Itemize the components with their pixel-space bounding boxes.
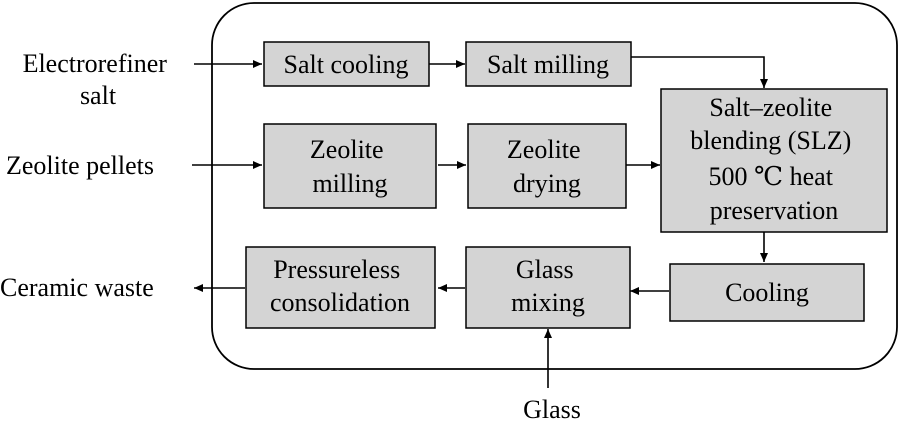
step-pressureless-consolidation: Pressureless consolidation <box>245 246 436 329</box>
input-label-line: salt <box>80 81 117 110</box>
step-label-line: drying <box>513 169 581 198</box>
step-label-line: Pressureless <box>273 255 400 284</box>
step-zeolite-drying: Zeolite drying <box>467 123 627 209</box>
step-label-line: mixing <box>511 288 585 317</box>
step-label-line: Cooling <box>725 278 809 307</box>
arrow-salt-milling-to-slz-blending <box>631 56 768 88</box>
step-salt-milling: Salt milling <box>465 41 632 87</box>
step-label-line: consolidation <box>270 288 410 317</box>
step-label-line: Salt cooling <box>284 50 409 79</box>
step-label-line: Salt milling <box>487 50 609 79</box>
svg-text:Salt–zeolite blending (S: Salt–zeolite blending (SLZ) 500 ℃ heat p… <box>690 93 858 225</box>
input-zeolite-pellets: Zeolite pellets <box>6 151 154 180</box>
step-label-line: Zeolite <box>310 135 384 164</box>
step-label-line: 500 ℃ heat <box>709 162 834 191</box>
step-label-line: milling <box>312 169 387 198</box>
process-boundary <box>211 2 898 370</box>
step-label-line: Salt–zeolite <box>709 93 832 122</box>
svg-text:Cooling: Cooling <box>725 278 809 307</box>
step-cooling: Cooling <box>669 263 865 322</box>
step-zeolite-milling: Zeolite milling <box>263 123 437 209</box>
svg-text:Pressureless consolidati: Pressureless consolidation <box>270 255 410 317</box>
input-label-line: Electrorefiner <box>23 49 168 78</box>
step-label-line: Zeolite <box>507 135 581 164</box>
step-slz-blending: Salt–zeolite blending (SLZ) 500 ℃ heat p… <box>660 88 888 233</box>
step-label-line: preservation <box>710 196 839 225</box>
svg-text:Glass mixing: Glass mixing <box>511 255 585 317</box>
step-label-line: blending (SLZ) <box>690 126 851 155</box>
svg-text:Salt milling: Salt milling <box>487 50 609 79</box>
step-salt-cooling: Salt cooling <box>263 41 430 87</box>
svg-text:Zeolite milling: Zeolite milling <box>310 135 390 198</box>
step-label-line: Glass <box>516 255 574 284</box>
input-glass: Glass <box>523 395 581 422</box>
step-glass-mixing: Glass mixing <box>465 246 631 329</box>
svg-text:Salt cooling: Salt cooling <box>284 50 409 79</box>
input-electrorefiner-salt: Electrorefiner salt <box>23 49 174 110</box>
svg-text:Zeolite drying: Zeolite drying <box>507 135 587 198</box>
output-ceramic-waste: Ceramic waste <box>0 273 154 302</box>
